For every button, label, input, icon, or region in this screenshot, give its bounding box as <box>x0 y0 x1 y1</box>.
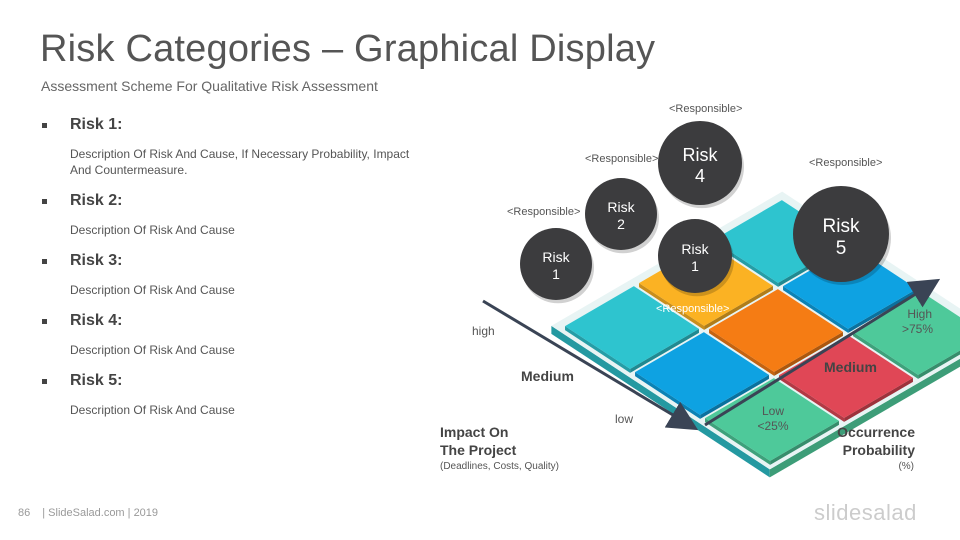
risk-name: Risk 2: <box>70 192 123 209</box>
matrix-cell-edge <box>700 374 769 419</box>
probability-high-pct: >75% <box>902 322 933 336</box>
bubble-circle <box>658 121 742 205</box>
matrix-cell-green <box>705 378 839 461</box>
impact-high-label: high <box>472 324 495 338</box>
bubble-circle <box>520 228 592 300</box>
matrix-cell-edge <box>565 326 631 373</box>
risk-description: Description Of Risk And Cause, If Necess… <box>70 147 410 177</box>
impact-axis-note: (Deadlines, Costs, Quality) <box>440 461 559 472</box>
responsible-label: <Responsible> <box>809 157 882 169</box>
matrix-cell-edge <box>709 329 775 376</box>
matrix-cell-edge <box>705 418 771 465</box>
matrix-cell-edge <box>639 283 705 330</box>
matrix-cell-edge <box>779 375 845 422</box>
impact-low-label: low <box>615 412 633 426</box>
risk-name: Risk 1: <box>70 116 123 133</box>
risk-item: Risk 2: Description Of Risk And Cause <box>42 190 412 244</box>
probability-medium-label: Medium <box>824 359 877 375</box>
bubble-number: 5 <box>836 238 847 259</box>
matrix-cell-teal <box>565 286 699 369</box>
responsible-label: <Responsible> <box>585 153 658 165</box>
probability-axis-title: Occurrence <box>837 424 915 440</box>
plate-side-left <box>551 325 770 478</box>
matrix-cell-edge <box>918 350 960 379</box>
probability-low-pct: <25% <box>757 419 788 433</box>
probability-axis-title: Probability <box>843 442 916 458</box>
risk-list: Risk 1: Description Of Risk And Cause, I… <box>42 114 412 430</box>
bubble-number: 1 <box>691 258 699 274</box>
footer: 86 | SlideSalad.com | 2019 <box>18 507 158 519</box>
risk-description: Description Of Risk And Cause <box>70 223 235 237</box>
risk-name: Risk 3: <box>70 252 123 269</box>
risk-description: Description Of Risk And Cause <box>70 283 235 297</box>
brand-logo: slidesalad <box>814 500 917 525</box>
page-number: 86 <box>18 507 31 519</box>
matrix-cells <box>565 200 960 465</box>
responsible-label: <Responsible> <box>656 303 729 315</box>
bubble-label: Risk <box>823 216 860 237</box>
bubble-number: 1 <box>552 266 560 282</box>
bubble-label: Risk <box>607 199 635 215</box>
impact-axis-title: Impact On <box>440 424 508 440</box>
matrix-cell-edge <box>704 285 773 330</box>
probability-low-label: Low <box>762 404 784 418</box>
impact-medium-label: Medium <box>521 368 574 384</box>
bubble-label: Risk <box>542 249 570 265</box>
matrix-cell-edge <box>770 420 839 465</box>
matrix-cell-red <box>779 335 913 418</box>
bubble-number: 4 <box>695 166 705 186</box>
risk-description: Description Of Risk And Cause <box>70 343 235 357</box>
matrix-cell-edge <box>844 377 913 422</box>
responsible-label: <Responsible> <box>669 103 742 115</box>
responsible-label: <Responsible> <box>507 206 580 218</box>
bubble-circle <box>585 178 657 250</box>
risk-description: Description Of Risk And Cause <box>70 403 235 417</box>
matrix-cell-edge <box>853 332 919 379</box>
matrix-cell-edge <box>774 331 843 376</box>
footer-text: | SlideSalad.com | 2019 <box>42 507 159 519</box>
matrix-cell-green <box>853 292 960 375</box>
probability-axis-arrow <box>704 278 941 427</box>
risk-name: Risk 5: <box>70 372 123 389</box>
matrix-cell-edge <box>630 328 699 373</box>
matrix-cell-orange <box>709 289 843 372</box>
probability-high-label: High <box>907 307 932 321</box>
risk-item: Risk 5: Description Of Risk And Cause <box>42 370 412 424</box>
bullet-icon <box>42 122 47 128</box>
matrix-cell-blue <box>635 332 769 415</box>
matrix-cell-edge <box>848 288 917 333</box>
slide-title: Risk Categories – Graphical Display <box>40 28 656 70</box>
impact-axis-arrow <box>482 299 699 431</box>
bullet-icon <box>42 258 47 264</box>
bullet-icon <box>42 318 47 324</box>
bubble-label: Risk <box>681 241 709 257</box>
bubble-number: 2 <box>617 216 625 232</box>
risk-item: Risk 1: Description Of Risk And Cause, I… <box>42 114 412 184</box>
plate-side-right <box>769 358 960 478</box>
probability-axis-note: (%) <box>898 461 914 472</box>
impact-axis-title: The Project <box>440 442 517 458</box>
risk-item: Risk 3: Description Of Risk And Cause <box>42 250 412 304</box>
bullet-icon <box>42 378 47 384</box>
bullet-icon <box>42 198 47 204</box>
risk-item: Risk 4: Description Of Risk And Cause <box>42 310 412 364</box>
slide-subtitle: Assessment Scheme For Qualitative Risk A… <box>41 78 378 94</box>
bubble-circle <box>658 219 732 293</box>
bubble-label: Risk <box>683 145 719 165</box>
risk-name: Risk 4: <box>70 312 123 329</box>
matrix-cell-edge <box>783 286 849 333</box>
bubble-circle <box>793 186 889 282</box>
